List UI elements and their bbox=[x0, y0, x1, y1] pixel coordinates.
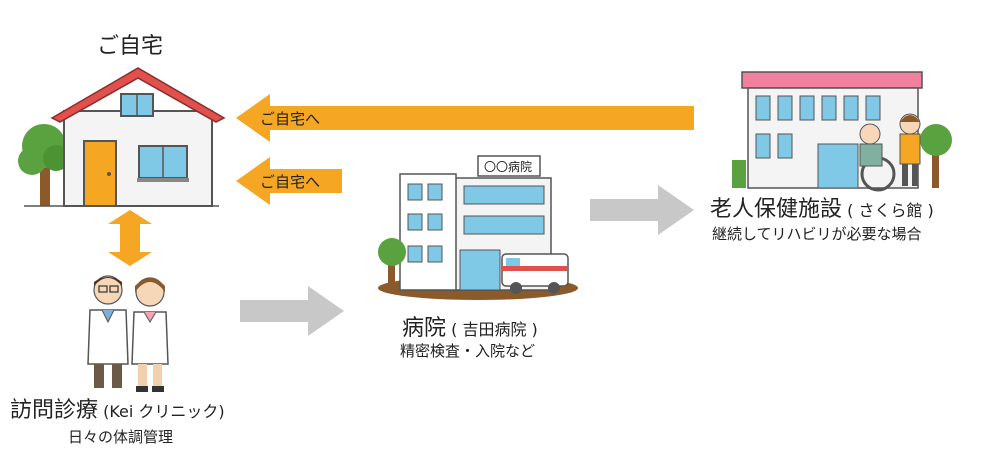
hospital-label: 病院 ( 吉田病院 ) bbox=[402, 316, 538, 340]
doctors-illustration bbox=[80, 272, 180, 397]
facility-name: ( さくら館 ) bbox=[847, 201, 934, 220]
arrow-right-icon-2 bbox=[590, 185, 694, 235]
hospital-name: ( 吉田病院 ) bbox=[451, 320, 538, 339]
clinic-subtitle: 日々の体調管理 bbox=[68, 428, 174, 446]
facility-title: 老人保健施設 bbox=[710, 197, 843, 222]
facility-subtitle: 継続してリハビリが必要な場合 bbox=[712, 225, 922, 243]
return-home-arrow-mid bbox=[236, 157, 342, 205]
clinic-title: 訪問診療 bbox=[10, 398, 99, 423]
hospital-illustration bbox=[370, 150, 585, 300]
facility-illustration bbox=[728, 68, 958, 194]
hospital-sign: 〇〇病院 bbox=[484, 160, 533, 174]
return-home-label-mid: ご自宅へ bbox=[260, 173, 321, 191]
arrow-right-icon bbox=[240, 286, 344, 336]
facility-label: 老人保健施設 ( さくら館 ) bbox=[710, 197, 934, 221]
return-home-arrow-top bbox=[236, 94, 694, 142]
return-home-label-top: ご自宅へ bbox=[260, 110, 321, 128]
house-illustration bbox=[14, 66, 229, 216]
hospital-subtitle: 精密検査・入院など bbox=[400, 342, 536, 360]
clinic-name: (Kei クリニック) bbox=[103, 402, 225, 421]
bidirectional-arrow-icon bbox=[108, 210, 152, 266]
home-title: ご自宅 bbox=[97, 34, 164, 59]
hospital-title: 病院 bbox=[402, 316, 447, 341]
clinic-label: 訪問診療 (Kei クリニック) bbox=[10, 398, 225, 422]
